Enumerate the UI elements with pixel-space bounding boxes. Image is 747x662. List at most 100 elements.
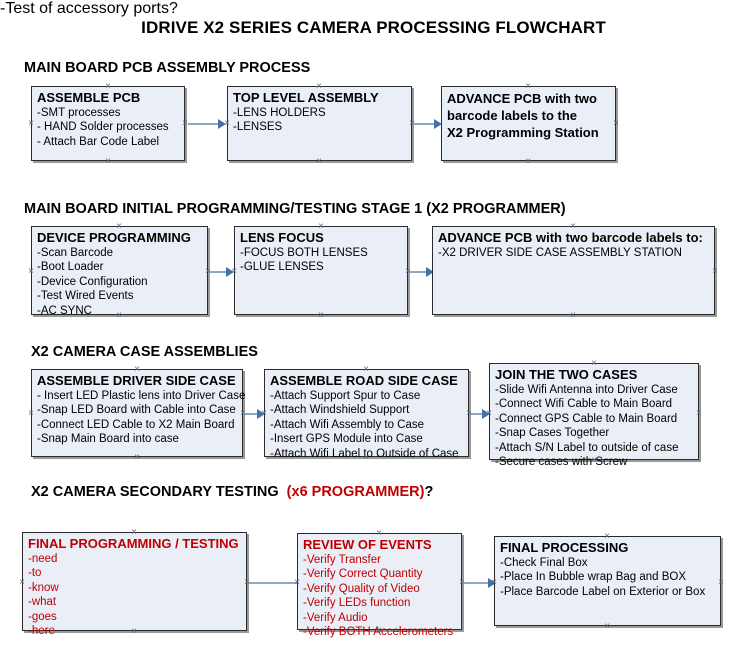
box-assemble-road-side-case[interactable]: ASSEMBLE ROAD SIDE CASE -Attach Support … xyxy=(264,369,469,460)
box-line: -Connect GPS Cable to Main Board xyxy=(495,412,678,425)
box-line: -Boot Loader xyxy=(37,261,104,273)
box-assemble-pcb[interactable]: ASSEMBLE PCB -SMT processes - HAND Solde… xyxy=(31,86,185,161)
connection-handle[interactable] xyxy=(133,365,142,374)
box-line: -Scan Barcode xyxy=(37,246,114,259)
connection-handle[interactable] xyxy=(104,157,113,166)
connection-handle[interactable] xyxy=(603,622,612,631)
box-line: -to xyxy=(28,567,42,579)
section-heading-text: MAIN BOARD PCB ASSEMBLY PROCESS xyxy=(24,60,311,76)
connection-handle[interactable] xyxy=(362,453,371,462)
box-line: -AC SYNC xyxy=(37,304,92,317)
box-title: ASSEMBLE ROAD SIDE CASE xyxy=(270,373,458,388)
box-title: ADVANCE PCB with two xyxy=(447,91,597,106)
box-line: -Device Configuration xyxy=(37,275,148,288)
box-line: -Snap Main Board into case xyxy=(37,433,179,445)
box-lens-focus[interactable]: LENS FOCUS -FOCUS BOTH LENSES -GLUE LENS… xyxy=(234,226,408,315)
box-advance-pcb-x2-programming[interactable]: ADVANCE PCB with two barcode labels to t… xyxy=(441,86,616,161)
box-title: JOIN THE TWO CASES xyxy=(495,367,638,382)
connection-handle[interactable] xyxy=(315,157,324,166)
connector-line xyxy=(464,582,490,584)
box-line: -Verify Quality of Video xyxy=(303,582,420,595)
box-assemble-driver-side-case[interactable]: ASSEMBLE DRIVER SIDE CASE - Insert LED P… xyxy=(31,369,246,457)
connection-handle[interactable] xyxy=(27,267,36,276)
box-line-overflow: -Test of accessory ports? xyxy=(0,0,178,17)
connection-handle[interactable] xyxy=(115,222,124,231)
box-line: -SMT processes xyxy=(37,106,121,119)
connection-handle[interactable] xyxy=(711,267,720,276)
connection-handle[interactable] xyxy=(317,222,326,231)
box-line: -FOCUS BOTH LENSES xyxy=(240,246,368,259)
box-title: REVIEW OF EVENTS xyxy=(303,537,432,552)
box-join-the-two-cases[interactable]: JOIN THE TWO CASES -Slide Wifi Antenna i… xyxy=(489,363,699,468)
box-line: -Attach Wifi Assembly to Case xyxy=(270,418,425,431)
box-line: - HAND Solder processes xyxy=(37,121,169,133)
box-title: ASSEMBLE DRIVER SIDE CASE xyxy=(37,373,236,388)
connection-handle[interactable] xyxy=(590,359,599,368)
connection-handle[interactable] xyxy=(490,578,499,587)
box-line: -Snap LED Board with Cable into Case xyxy=(37,404,236,416)
section-heading-initial-programming: MAIN BOARD INITIAL PROGRAMMING/TESTING S… xyxy=(24,201,566,217)
section-heading-text: X2 CAMERA CASE ASSEMBLIES xyxy=(31,344,258,360)
connection-handle[interactable] xyxy=(293,578,302,587)
box-final-processing[interactable]: FINAL PROCESSING -Check Final Box -Place… xyxy=(494,536,721,626)
connection-handle[interactable] xyxy=(223,119,232,128)
connection-handle[interactable] xyxy=(569,311,578,320)
connection-handle[interactable] xyxy=(569,222,578,231)
box-line: -know xyxy=(28,581,59,594)
connection-handle[interactable] xyxy=(27,119,36,128)
box-title: TOP LEVEL ASSEMBLY xyxy=(233,90,379,105)
connection-handle[interactable] xyxy=(362,365,371,374)
box-title: LENS FOCUS xyxy=(240,230,324,245)
box-review-of-events[interactable]: REVIEW OF EVENTS -Verify Transfer -Verif… xyxy=(297,533,462,638)
box-line: -Verify Correct Quantity xyxy=(303,568,423,580)
box-advance-pcb-driver-side[interactable]: ADVANCE PCB with two barcode labels to: … xyxy=(432,226,715,315)
section-heading-case-assemblies: X2 CAMERA CASE ASSEMBLIES xyxy=(31,344,258,360)
connection-handle[interactable] xyxy=(18,578,27,587)
section-heading-suffix: ? xyxy=(424,484,434,500)
box-top-level-assembly[interactable]: TOP LEVEL ASSEMBLY -LENS HOLDERS -LENSES xyxy=(227,86,412,161)
box-line: -Verify LEDs function xyxy=(303,597,411,609)
box-line: -what xyxy=(28,596,57,608)
connection-handle[interactable] xyxy=(524,157,533,166)
connection-handle[interactable] xyxy=(317,311,326,320)
connection-handle[interactable] xyxy=(612,119,621,128)
connection-handle[interactable] xyxy=(717,578,726,587)
box-line: -here xyxy=(28,625,55,637)
connector-line xyxy=(245,413,259,415)
connection-handle[interactable] xyxy=(115,311,124,320)
connection-handle[interactable] xyxy=(485,409,494,418)
arrow-head-icon xyxy=(426,267,434,277)
connection-handle[interactable] xyxy=(603,532,612,541)
connection-handle[interactable] xyxy=(230,267,239,276)
box-line: -Place In Bubble wrap Bag and BOX xyxy=(500,571,687,583)
page-title: IDRIVE X2 SERIES CAMERA PROCESSING FLOWC… xyxy=(141,18,606,37)
box-line: - Insert LED Plastic lens into Driver Ca… xyxy=(37,389,246,402)
connection-handle[interactable] xyxy=(590,456,599,465)
connector-line xyxy=(210,271,228,273)
connection-handle[interactable] xyxy=(133,453,142,462)
box-line: -LENSES xyxy=(233,121,283,133)
connection-handle[interactable] xyxy=(695,409,704,418)
box-line: barcode labels to the xyxy=(447,108,578,123)
box-final-programming-testing[interactable]: FINAL PROGRAMMING / TESTING -need -to -k… xyxy=(22,532,247,637)
connection-handle[interactable] xyxy=(104,82,113,91)
box-title: ADVANCE PCB with two barcode labels to: xyxy=(438,230,703,245)
section-heading-pcb-assembly: MAIN BOARD PCB ASSEMBLY PROCESS xyxy=(24,60,310,76)
box-line: X2 Programming Station xyxy=(447,125,599,140)
connector-line xyxy=(414,123,436,125)
connection-handle[interactable] xyxy=(524,82,533,91)
box-line: -Place Barcode Label on Exterior or Box xyxy=(500,585,706,598)
box-line: -need xyxy=(28,552,58,565)
box-line: -Attach Windshield Support xyxy=(270,404,410,416)
connection-handle[interactable] xyxy=(375,626,384,635)
connection-handle[interactable] xyxy=(130,627,139,636)
box-device-programming[interactable]: DEVICE PROGRAMMING -Scan Barcode -Boot L… xyxy=(31,226,208,317)
connection-handle[interactable] xyxy=(260,409,269,418)
box-title: FINAL PROGRAMMING / TESTING xyxy=(28,536,239,551)
connection-handle[interactable] xyxy=(315,82,324,91)
box-line: -Check Final Box xyxy=(500,556,588,569)
connection-handle[interactable] xyxy=(27,409,36,418)
box-line: -Insert GPS Module into Case xyxy=(270,433,423,445)
connection-handle[interactable] xyxy=(130,528,139,537)
connection-handle[interactable] xyxy=(375,529,384,538)
